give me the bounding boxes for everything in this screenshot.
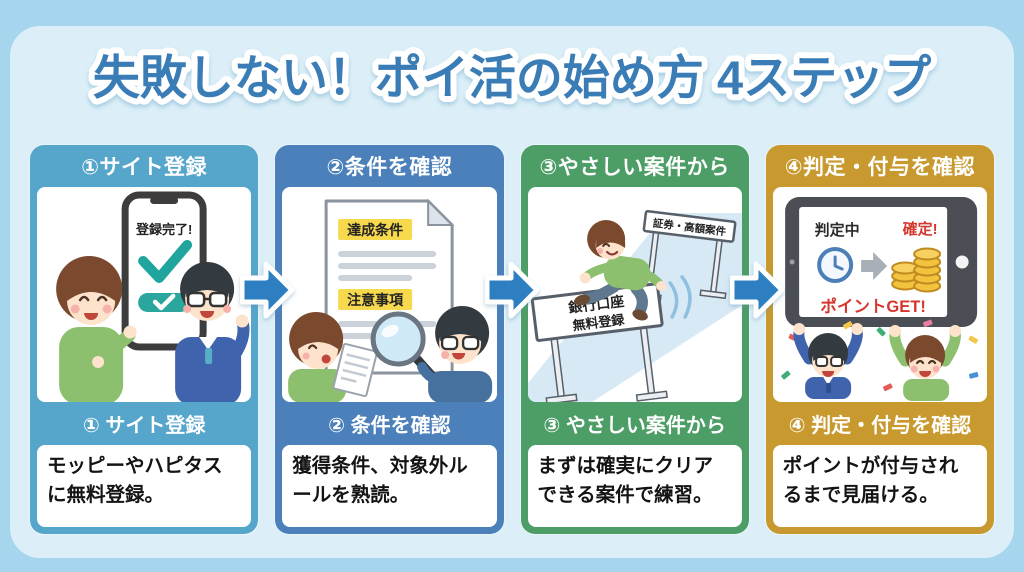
step2-description: 獲得条件、対象外ルールを熟読。 (282, 445, 497, 527)
paper-icon (332, 342, 379, 398)
motion-arcs (667, 275, 692, 319)
glasses-icon (441, 335, 459, 351)
step4-band-label: ④ 判定・付与を確認 (788, 415, 972, 437)
page-title: 失敗しない！ポイ活の始め方 4ステップ (0, 34, 1024, 116)
jumping-woman-illustration (573, 220, 666, 321)
check-icon (138, 240, 193, 283)
status-confirmed-label: 確定! (901, 220, 937, 238)
step2-illustration: 達成条件 注意事項 (282, 187, 497, 402)
step3-description: まずは確実にクリアできる案件で練習。 (527, 445, 742, 527)
step4-header: ④判定・付与を確認 (784, 156, 976, 179)
man-celebrating-illustration (792, 323, 863, 399)
page-title-text: 失敗しない！ポイ活の始め方 4ステップ (93, 51, 931, 104)
arrow-right-icon (860, 252, 887, 280)
glasses-icon (186, 291, 206, 308)
glasses-icon (814, 356, 828, 367)
step1-header: ①サイト登録 (81, 156, 208, 179)
step2-band-label: ② 条件を確認 (328, 415, 451, 437)
step3-header: ③やさしい案件から (539, 156, 730, 179)
step1-description: モッピーやハピタスに無料登録。 (37, 445, 252, 527)
step-panel-3: ③やさしい案件から 証券・高額案件 (520, 145, 749, 534)
doc-highlight-2: 注意事項 (347, 292, 404, 308)
phone-screen-text: 登録完了! (135, 222, 192, 237)
step3-illustration: 証券・高額案件 銀行口座 無料登録 (527, 187, 742, 402)
doc-highlight-1: 達成条件 (347, 222, 403, 238)
home-button-icon (955, 255, 969, 269)
woman-illustration (288, 312, 379, 402)
coins-icon (890, 247, 941, 293)
woman-illustration (56, 256, 137, 402)
step3-band-label: ③ やさしい案件から (543, 415, 726, 437)
step4-description: ポイントが付与されるまで見届ける。 (772, 445, 987, 527)
step1-illustration: 登録完了! (37, 187, 252, 402)
step2-header: ②条件を確認 (326, 156, 453, 179)
woman-celebrating-illustration (888, 325, 961, 401)
step-panel-2: ②条件を確認 達成条件 注意事項 (275, 145, 504, 534)
camera-dot-icon (789, 259, 795, 265)
tablet-icon: 判定中 確定! (784, 197, 977, 327)
clock-icon (816, 247, 853, 283)
step4-illustration: 判定中 確定! (772, 187, 987, 402)
hurdle-easy-label-2: 無料登録 (571, 312, 625, 333)
step1-band-label: ① サイト登録 (82, 415, 206, 437)
man-illustration (417, 306, 493, 402)
points-get-label: ポイントGET! (820, 296, 925, 316)
step-panel-1: ①サイト登録 登録完了! (30, 145, 259, 534)
flow-arrow-2 (484, 258, 540, 322)
man-illustration (175, 262, 250, 402)
status-pending-label: 判定中 (814, 221, 859, 239)
flow-arrow-1 (239, 258, 295, 322)
flow-arrow-3 (729, 258, 785, 322)
step-panel-4: ④判定・付与を確認 判定中 確定! (765, 145, 994, 534)
steps-row: ①サイト登録 登録完了! (30, 145, 994, 534)
